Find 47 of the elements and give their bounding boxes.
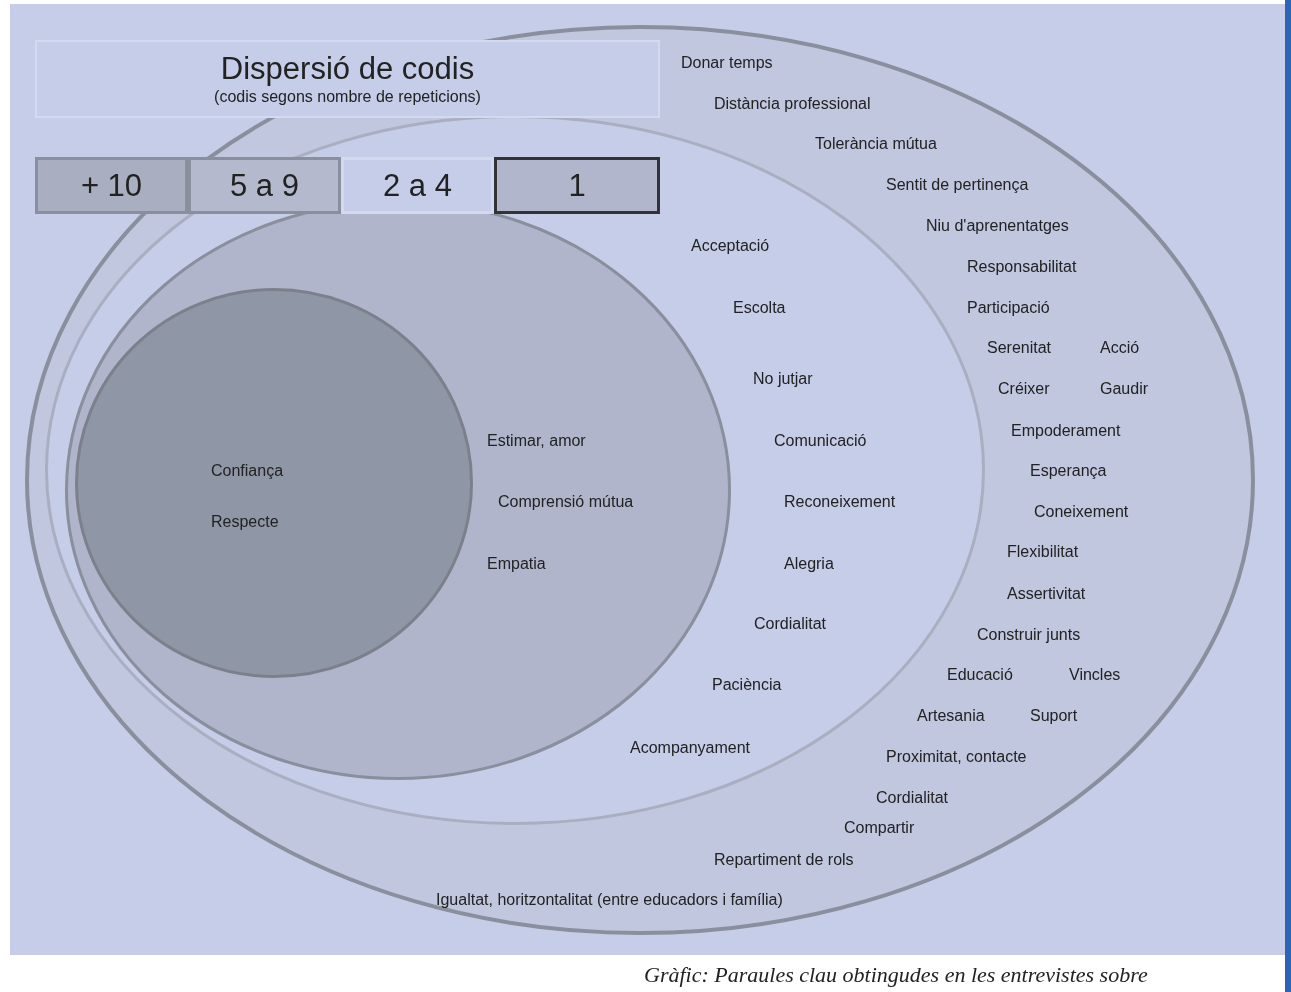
keyword-label: Reconeixement bbox=[784, 493, 896, 511]
keyword-label: Paciència bbox=[712, 676, 782, 694]
legend-key: 5 a 9 bbox=[188, 157, 341, 214]
subtitle-text: (codis segons nombre de repeticions) bbox=[214, 87, 481, 107]
keyword-label: Comprensió mútua bbox=[498, 493, 634, 511]
keyword-label: Educació bbox=[947, 666, 1013, 684]
keyword-label: Niu d'aprenentatges bbox=[926, 217, 1069, 235]
keyword-label: Serenitat bbox=[987, 339, 1052, 357]
keyword-label: Estimar, amor bbox=[487, 432, 586, 450]
keyword-label: Suport bbox=[1030, 707, 1078, 725]
keyword-label: Escolta bbox=[733, 299, 786, 317]
title-text: Dispersió de codis bbox=[220, 51, 475, 87]
keyword-label: Sentit de pertinença bbox=[886, 176, 1029, 194]
keyword-label: Responsabilitat bbox=[967, 258, 1077, 276]
keyword-label: Respecte bbox=[211, 513, 279, 531]
keyword-label: Flexibilitat bbox=[1007, 543, 1079, 561]
keyword-label: Assertivitat bbox=[1007, 585, 1086, 603]
keyword-label: Empatia bbox=[487, 555, 546, 573]
keyword-label: Créixer bbox=[998, 380, 1050, 398]
keyword-label: Coneixement bbox=[1034, 503, 1129, 521]
keyword-label: Repartiment de rols bbox=[714, 851, 854, 869]
keyword-label: Confiança bbox=[211, 462, 284, 480]
keyword-label: Acceptació bbox=[691, 237, 770, 255]
keyword-label: Acció bbox=[1100, 339, 1140, 357]
keyword-label: Distància professional bbox=[714, 95, 871, 113]
keyword-label: Tolerància mútua bbox=[815, 135, 937, 153]
keyword-label: Cordialitat bbox=[754, 615, 827, 633]
keyword-label: No jutjar bbox=[753, 370, 813, 388]
keyword-label: Participació bbox=[967, 299, 1050, 317]
keyword-label: Compartir bbox=[844, 819, 915, 837]
keyword-label: Artesania bbox=[917, 707, 985, 725]
legend-key: 2 a 4 bbox=[341, 157, 494, 214]
keyword-label: Proximitat, contacte bbox=[886, 748, 1027, 766]
keyword-label: Construir junts bbox=[977, 626, 1081, 644]
keyword-label: Empoderament bbox=[1011, 422, 1121, 440]
legend-key: 1 bbox=[494, 157, 660, 214]
keyword-label: Gaudir bbox=[1100, 380, 1149, 398]
keyword-label: Acompanyament bbox=[630, 739, 751, 757]
legend-key: + 10 bbox=[35, 157, 188, 214]
keyword-label: Alegria bbox=[784, 555, 834, 573]
title-panel bbox=[35, 40, 660, 118]
keyword-label: Cordialitat bbox=[876, 789, 949, 807]
keyword-label: Vincles bbox=[1069, 666, 1121, 684]
keyword-label: Donar temps bbox=[681, 54, 773, 72]
keyword-label: Igualtat, horitzontalitat (entre educadors i família) bbox=[436, 891, 783, 909]
keyword-label: Esperança bbox=[1030, 462, 1107, 480]
keyword-label: Comunicació bbox=[774, 432, 867, 450]
